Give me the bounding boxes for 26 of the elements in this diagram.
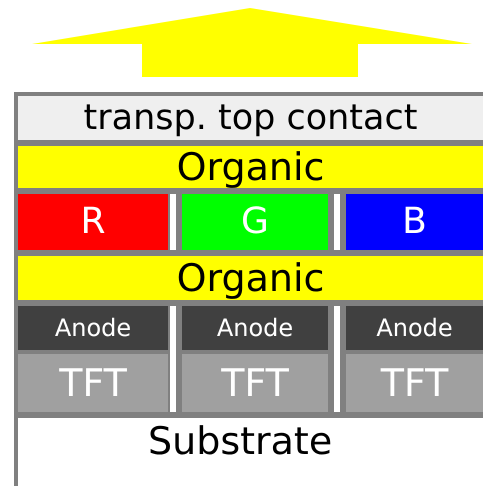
layer-label: G bbox=[241, 204, 269, 240]
anode-layer bbox=[18, 306, 168, 350]
anode-layer bbox=[182, 306, 328, 350]
emitter-subpixel bbox=[182, 194, 328, 250]
layer-label: R bbox=[80, 204, 106, 240]
layer-label: TFT bbox=[221, 364, 289, 402]
layer-label: TFT bbox=[59, 364, 127, 402]
layer-label: Substrate bbox=[148, 422, 332, 460]
layer-label: Anode bbox=[376, 316, 453, 340]
organic-layer bbox=[18, 146, 483, 188]
layer-label: transp. top contact bbox=[84, 100, 418, 136]
emitter-subpixel bbox=[18, 194, 168, 250]
layer-label: Anode bbox=[216, 316, 294, 340]
anode-layer bbox=[346, 306, 483, 350]
layer-label: TFT bbox=[380, 364, 448, 402]
organic-layer bbox=[18, 256, 483, 300]
layer-label: Anode bbox=[54, 316, 132, 340]
substrate-layer bbox=[18, 418, 483, 486]
emitter-subpixel bbox=[346, 194, 483, 250]
tft-layer bbox=[18, 354, 168, 412]
top-contact-layer bbox=[18, 96, 483, 140]
tft-layer bbox=[182, 354, 328, 412]
layer-label: Organic bbox=[176, 259, 324, 297]
layer-label: Organic bbox=[176, 148, 324, 186]
layer-label: B bbox=[402, 204, 427, 240]
tft-layer bbox=[346, 354, 483, 412]
